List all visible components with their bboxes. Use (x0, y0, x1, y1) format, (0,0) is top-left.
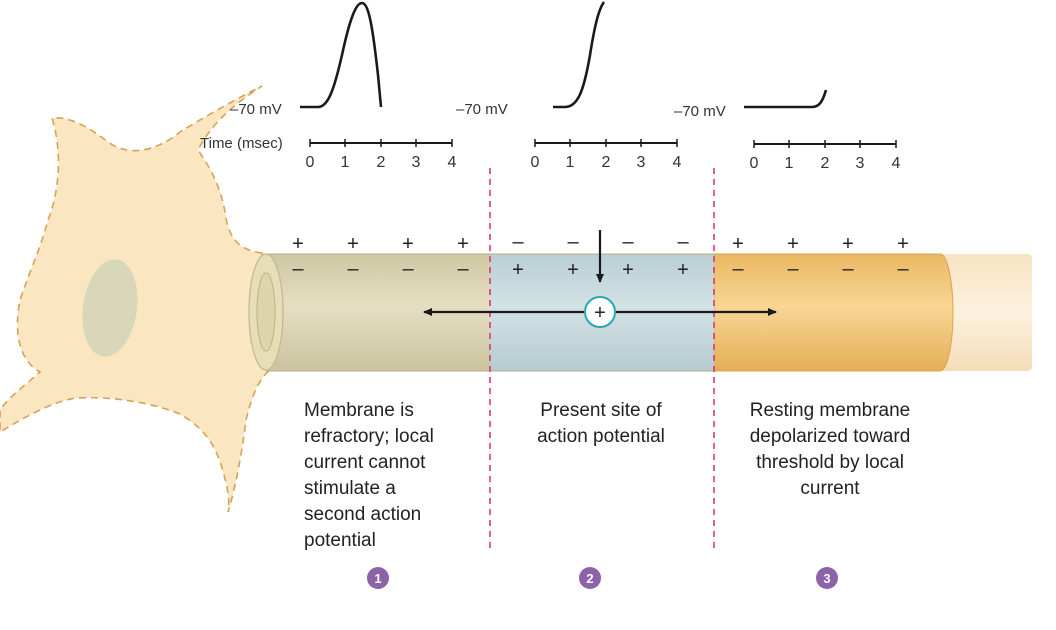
charge: + (402, 233, 414, 255)
tick-label: 0 (306, 154, 315, 171)
charge: + (457, 233, 469, 255)
tick-label: 1 (341, 154, 350, 171)
charges-lower-left: – – – – (292, 258, 469, 280)
tick-label: 4 (892, 155, 901, 172)
charge: – (677, 231, 689, 253)
mv-label-3: –70 mV (674, 103, 726, 120)
description-line: threshold by local (756, 452, 904, 473)
tick-label: 2 (602, 154, 611, 171)
description-line: current cannot (304, 452, 426, 473)
neuron-nucleus (82, 259, 138, 357)
charge: – (567, 231, 579, 253)
charge: + (622, 259, 634, 281)
tick-label: 4 (448, 154, 457, 171)
charge: – (402, 258, 414, 280)
svg-text:1: 1 (374, 571, 381, 586)
charge: – (842, 258, 854, 280)
description-line: stimulate a (304, 478, 396, 499)
description-line: Resting membrane (750, 400, 911, 421)
axon-depolarizing-segment (713, 253, 954, 372)
charge: + (897, 233, 909, 255)
time-axis-2: 0 1 2 3 4 (531, 139, 682, 171)
positive-charge-circle (584, 296, 616, 328)
charge: + (512, 259, 524, 281)
charge: + (567, 259, 579, 281)
time-axis-3: 0 1 2 3 4 (750, 140, 901, 172)
charges-upper-left: + + + + (292, 233, 469, 255)
charges-lower-mid: + + + + (512, 259, 689, 281)
tick-label: 2 (377, 154, 386, 171)
charge: – (622, 231, 634, 253)
tick-label: 2 (821, 155, 830, 172)
tick-label: 4 (673, 154, 682, 171)
description-line: Membrane is (304, 400, 414, 421)
tick-label: 3 (856, 155, 865, 172)
charge: – (897, 258, 909, 280)
description-line: action potential (537, 426, 665, 447)
positive-charge: + (594, 302, 606, 324)
time-axis-1: 0 1 2 3 4 (306, 139, 457, 171)
tick-label: 1 (785, 155, 794, 172)
step-badge-1: 1 (367, 567, 389, 589)
mv-label-2: –70 mV (456, 101, 508, 118)
charge: – (512, 231, 524, 253)
tick-label: 3 (637, 154, 646, 171)
charge: – (292, 258, 304, 280)
charge: – (787, 258, 799, 280)
ap-trace-3 (744, 89, 828, 109)
tick-label: 3 (412, 154, 421, 171)
charge: – (457, 258, 469, 280)
description-line: Present site of (540, 400, 662, 421)
svg-text:2: 2 (586, 571, 593, 586)
time-axis-label: Time (msec) (200, 135, 283, 152)
description-line: second action (304, 504, 421, 525)
charge: + (842, 233, 854, 255)
ap-trace-1 (300, 1, 383, 109)
description-line: potential (304, 530, 376, 551)
region-3-description: Resting membrane depolarized toward thre… (750, 400, 911, 499)
region-2-description: Present site of action potential (537, 400, 665, 447)
charge: – (347, 258, 359, 280)
step-badge-2: 2 (579, 567, 601, 589)
charge: + (732, 233, 744, 255)
mv-label-1: –70 mV (230, 101, 282, 118)
charges-upper-mid: – – – – (512, 231, 689, 253)
charge: + (347, 233, 359, 255)
description-line: refractory; local (304, 426, 434, 447)
axon-resting-segment (940, 254, 1032, 371)
ap-trace-2 (553, 1, 606, 109)
charge: + (292, 233, 304, 255)
charge: + (677, 259, 689, 281)
charge: + (787, 233, 799, 255)
svg-text:3: 3 (823, 571, 830, 586)
charge: – (732, 258, 744, 280)
description-line: depolarized toward (750, 426, 911, 447)
description-line: current (800, 478, 860, 499)
charges-lower-right: – – – – (732, 258, 909, 280)
region-1-description: Membrane is refractory; local current ca… (304, 400, 434, 551)
tick-label: 1 (566, 154, 575, 171)
tick-label: 0 (531, 154, 540, 171)
step-badge-3: 3 (816, 567, 838, 589)
tick-label: 0 (750, 155, 759, 172)
charges-upper-right: + + + + (732, 233, 909, 255)
